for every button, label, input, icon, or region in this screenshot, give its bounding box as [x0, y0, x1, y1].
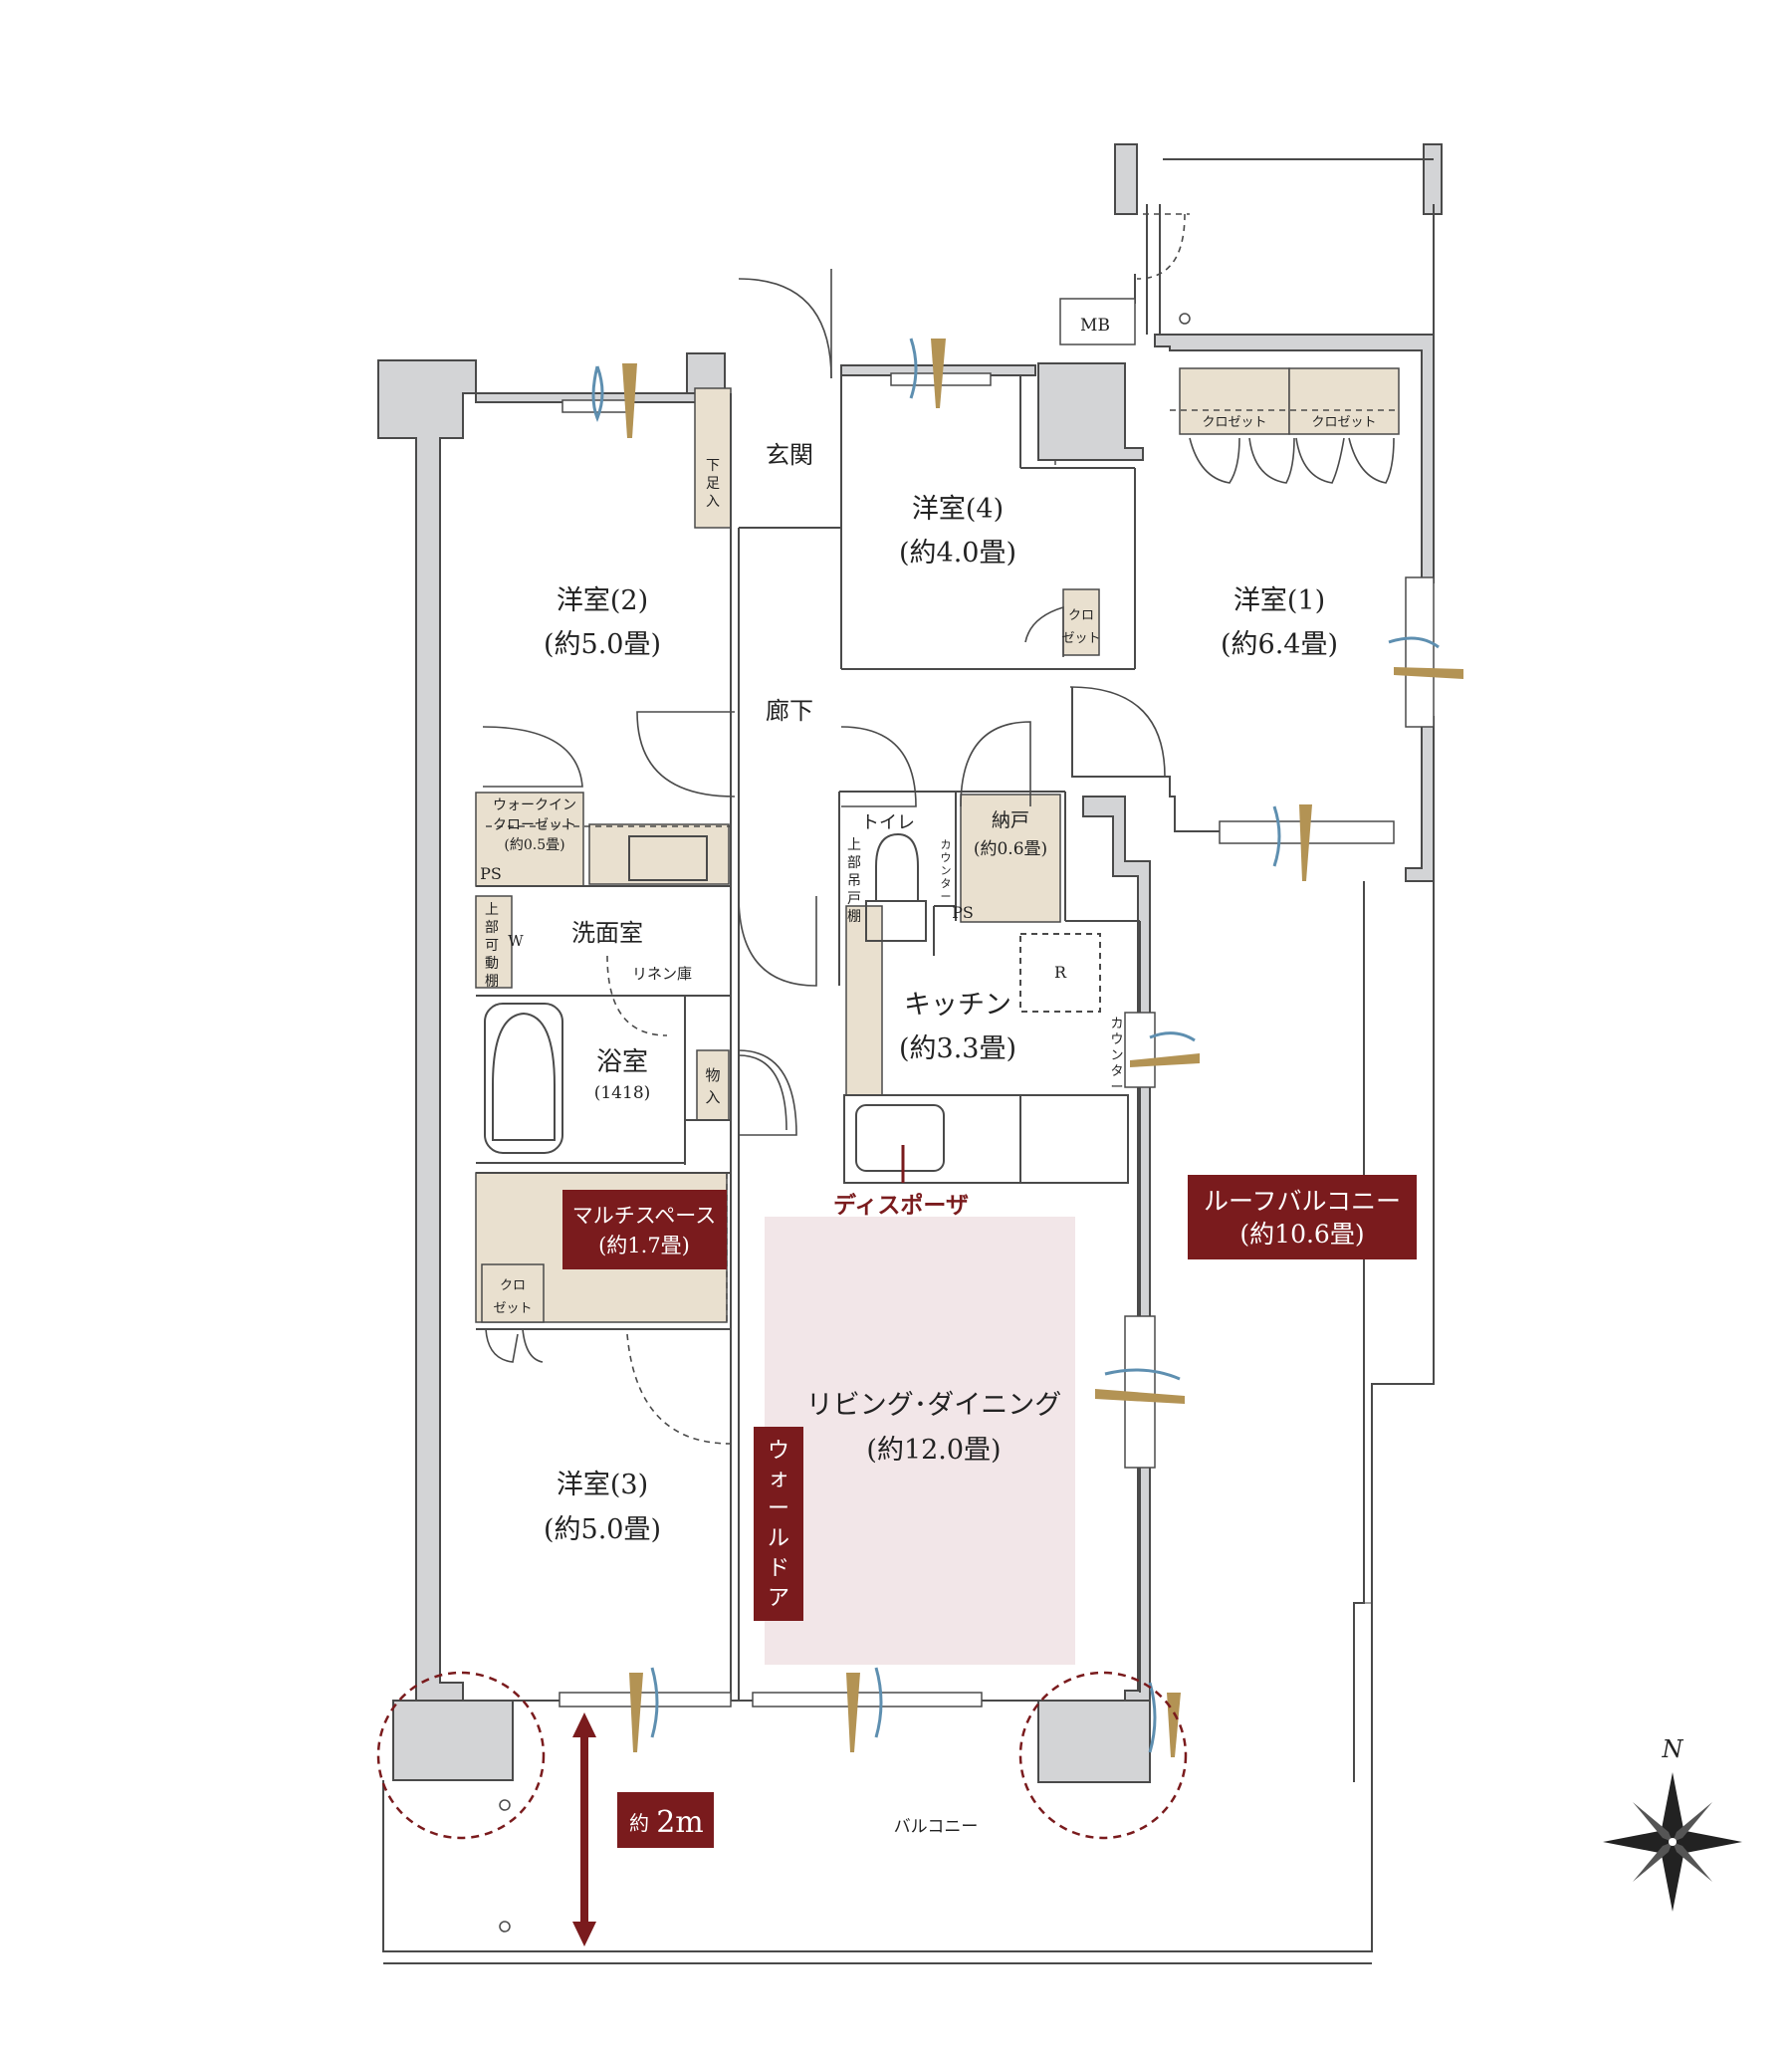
room-bath-size: (1418): [594, 1083, 651, 1103]
closet-r4-top: クロ: [1068, 608, 1094, 623]
doors: [482, 213, 1395, 1445]
upper-shelf-5: 棚: [847, 909, 861, 925]
closet-label-2: クロゼット: [1311, 415, 1376, 430]
upper-shelf-2: 部: [847, 855, 861, 871]
goods-label-1: 物: [705, 1066, 720, 1084]
column-highlights: [376, 1671, 1188, 1840]
kitchen-counter-1: カ: [1110, 1017, 1123, 1031]
room-washroom-name: 洗面室: [571, 919, 643, 947]
room-kitchen-size: (約3.3畳): [899, 1033, 1016, 1064]
movable-shelf-5: 棚: [485, 974, 499, 990]
movable-shelf-4: 動: [485, 956, 499, 972]
shoes-1: 下: [706, 458, 720, 474]
closet-r3-bottom: ゼット: [493, 1301, 532, 1316]
mb-label: MB: [1080, 316, 1110, 336]
dimension-prefix: 約: [629, 1811, 649, 1835]
room-western-1-size: (約6.4畳): [1221, 629, 1338, 660]
wall-door-6: ア: [768, 1586, 789, 1611]
wall-door-5: ド: [768, 1556, 789, 1581]
ps-label-toilet: PS: [952, 903, 974, 922]
toilet-counter-5: ー: [941, 890, 952, 903]
upper-shelf-4: 戸: [847, 891, 861, 907]
toilet-counter-2: ウ: [941, 851, 952, 864]
room-entrance-name: 玄関: [766, 441, 813, 469]
walkin-closet-line3: (約0.5畳): [504, 837, 564, 853]
room-western-3-name: 洋室(3): [557, 1470, 648, 1500]
closet-r3-top: クロ: [500, 1278, 526, 1293]
toilet-counter-3: ン: [941, 864, 952, 877]
multi-space-name: マルチスペース: [572, 1204, 716, 1228]
compass-icon: [1603, 1772, 1742, 1912]
multi-space-size: (約1.7畳): [598, 1234, 690, 1257]
room-western-3-size: (約5.0畳): [544, 1514, 661, 1545]
ventilation-marks: [591, 338, 1463, 1757]
movable-shelf-2: 部: [485, 920, 499, 936]
kitchen-counter-4: タ: [1110, 1064, 1123, 1079]
movable-shelf-1: 上: [485, 902, 499, 918]
goods-label-2: 入: [705, 1088, 720, 1106]
linen-label: リネン庫: [632, 965, 692, 983]
partitions: [382, 158, 1435, 1964]
kitchen-counter-3: ン: [1110, 1048, 1123, 1063]
dimension-arrow: [572, 1712, 596, 1946]
shoes-3: 入: [706, 494, 720, 510]
fridge-label: R: [1054, 963, 1067, 982]
dimension-value: 2m: [656, 1805, 704, 1840]
label-boxes: [562, 1175, 1417, 1848]
walls: [377, 143, 1443, 1783]
toilet-counter-1: カ: [941, 838, 952, 851]
room-hallway-name: 廊下: [766, 697, 813, 725]
room-western-4-name: 洋室(4): [912, 494, 1004, 525]
toilet-counter-4: タ: [941, 877, 952, 890]
balcony-drains: [499, 313, 1191, 1933]
roof-balcony-name: ルーフバルコニー: [1204, 1187, 1401, 1216]
room-living-name: リビング･ダイニング: [806, 1390, 1062, 1421]
roof-balcony-size: (約10.6畳): [1239, 1220, 1364, 1249]
ps-label-wash: PS: [480, 864, 502, 883]
wall-door-3: ー: [768, 1496, 789, 1521]
balcony-label: バルコニー: [894, 1817, 979, 1837]
upper-shelf-1: 上: [847, 837, 861, 853]
wall-door-2: ォ: [768, 1467, 789, 1491]
room-storage-size: (約0.6畳): [974, 839, 1047, 859]
closet-label-1: クロゼット: [1202, 415, 1266, 430]
walkin-closet-line1: ウォークイン: [493, 798, 576, 813]
room-living-size: (約12.0畳): [866, 1435, 1001, 1466]
room-kitchen-name: キッチン: [904, 990, 1011, 1021]
wall-door-4: ル: [768, 1526, 789, 1551]
windows: [559, 298, 1435, 1708]
upper-shelf-3: 吊: [847, 873, 861, 889]
living-area-highlight: [765, 1217, 1075, 1665]
kitchen-counter-5: ー: [1110, 1080, 1123, 1095]
room-bath-name: 浴室: [596, 1047, 648, 1077]
washer-label: W: [508, 932, 524, 950]
room-western-2-size: (約5.0畳): [544, 629, 661, 660]
disposer-label: ディスポーザ: [833, 1192, 969, 1219]
movable-shelf-3: 可: [485, 938, 499, 954]
room-western-4-size: (約4.0畳): [899, 538, 1016, 569]
compass-north-label: N: [1662, 1735, 1684, 1763]
closet-r4-bottom: ゼット: [1061, 631, 1100, 646]
walkin-closet-line2: クローゼット: [493, 817, 576, 833]
kitchen-counter-2: ウ: [1110, 1032, 1123, 1047]
room-western-1-name: 洋室(1): [1233, 585, 1325, 616]
wall-door-1: ウ: [768, 1439, 789, 1464]
room-toilet-name: トイレ: [861, 812, 915, 833]
room-western-2-name: 洋室(2): [557, 585, 648, 616]
shoes-2: 足: [706, 476, 720, 492]
room-storage-name: 納戸: [992, 809, 1029, 831]
